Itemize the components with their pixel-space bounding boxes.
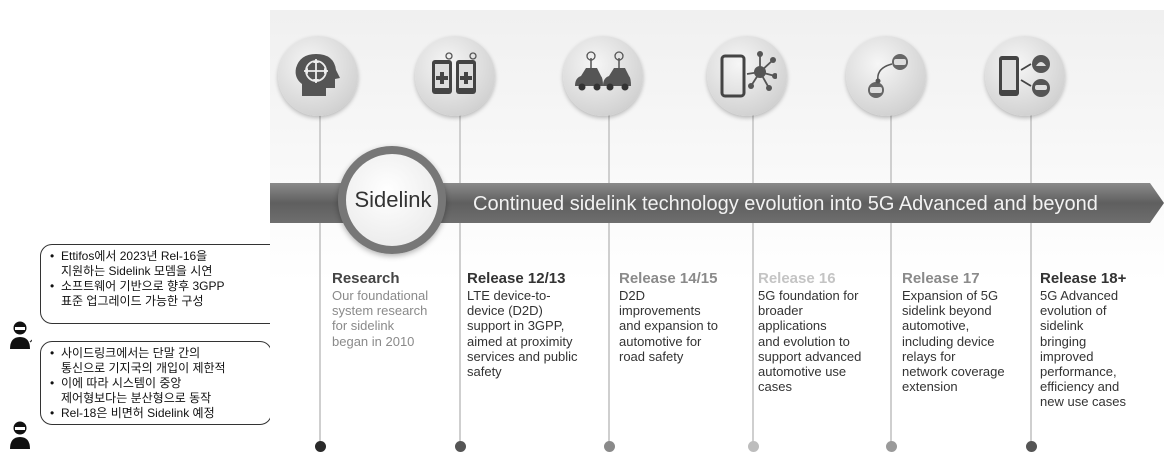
timeline-dot <box>748 441 759 452</box>
timeline-dot <box>315 441 326 452</box>
sidelink-badge-label: Sidelink <box>354 187 432 212</box>
phones-medical-icon <box>415 36 495 116</box>
column-text-line: aimed at proximity <box>467 333 573 349</box>
annotation-line: 사이드링크에서는 단말 간의 <box>50 346 263 361</box>
column-text-line: Expansion of 5G <box>902 288 999 303</box>
timeline-line <box>319 70 321 450</box>
column-text-line: new use cases <box>1040 394 1126 410</box>
timeline-line <box>608 70 610 450</box>
column-text-line: services and public <box>467 348 578 364</box>
column-text-line: safety <box>467 364 502 380</box>
column-text-line: bringing <box>1040 333 1087 349</box>
column-text-line: relays for <box>902 348 956 364</box>
column-text-line: performance, <box>1040 364 1117 380</box>
timeline-line <box>1030 70 1032 450</box>
timeline-dot <box>604 441 615 452</box>
annotation-line: 이에 따라 시스템이 중앙 <box>50 376 263 391</box>
timeline-line <box>890 70 892 450</box>
annotation-line: Rel-18은 비면허 Sidelink 예정 <box>50 406 263 421</box>
column-text-line: applications <box>758 318 827 334</box>
column-heading: Release 12/13 <box>467 270 566 287</box>
column-text-line: began in 2010 <box>332 333 415 349</box>
column-text-line: extension <box>902 379 958 395</box>
column-text-line: 5G foundation for <box>758 288 859 303</box>
column-text-line: network coverage <box>902 364 1005 380</box>
column-text-line: automotive use <box>758 364 847 380</box>
timeline-line <box>459 70 461 450</box>
column-heading: Research <box>332 270 400 287</box>
annotation-line: 소프트웨어 기반으로 향후 3GPP <box>50 279 281 294</box>
column-text-line: road safety <box>619 348 684 364</box>
column-text-line: improvements <box>619 303 701 319</box>
column-text-line: sidelink beyond <box>902 303 992 319</box>
annotation-line: Ettifos에서 2023년 Rel-16을 <box>50 249 281 264</box>
column-text-line: system research <box>332 303 428 319</box>
cars-antenna-icon <box>563 36 643 116</box>
person-icon <box>10 321 32 349</box>
column-text-line: cases <box>758 379 792 395</box>
person-icon <box>10 421 30 449</box>
column-text-line: 5G Advanced <box>1040 288 1119 303</box>
column-heading: Release 18+ <box>1040 270 1127 287</box>
column-text-line: and expansion to <box>619 318 719 334</box>
annotation-line: 제어형보다는 분산형으로 동작 <box>61 391 212 405</box>
column-text-line: D2D <box>619 288 646 303</box>
annotation-line: 통신으로 기지국의 개입이 제한적 <box>61 361 226 375</box>
column-text-line: efficiency and <box>1040 379 1120 395</box>
column-heading: Release 17 <box>902 270 980 287</box>
timeline-dot <box>1026 441 1037 452</box>
column-text-line: and evolution to <box>758 333 850 349</box>
column-heading: Release 16 <box>758 270 836 287</box>
timeline-dot <box>886 441 897 452</box>
column-text-line: evolution of <box>1040 303 1107 319</box>
column-text-line: device (D2D) <box>467 303 543 319</box>
column-text-line: broader <box>758 303 803 319</box>
column-text-line: support in 3GPP, <box>467 318 565 334</box>
brain-compass-icon <box>278 36 358 116</box>
phone-car-network-icon <box>985 36 1065 116</box>
devices-relay-icon <box>846 36 926 116</box>
column-text-line: LTE device-to- <box>467 288 551 303</box>
timeline-dot <box>455 441 466 452</box>
column-heading: Release 14/15 <box>619 270 718 287</box>
column-text-line: improved <box>1040 348 1094 364</box>
column-text-line: automotive for <box>619 333 702 349</box>
annotation-line: 지원하는 Sidelink 모뎀을 시연 <box>61 264 213 278</box>
column-text-line: sidelink <box>1040 318 1084 334</box>
banner-title: Continued sidelink technology evolution … <box>473 193 1098 215</box>
column-text-line: including device <box>902 333 995 349</box>
annotation-line: 표준 업그레이드 가능한 구성 <box>61 294 204 308</box>
column-text-line: automotive, <box>902 318 970 334</box>
timeline-line <box>752 70 754 450</box>
sidelink-badge <box>338 146 446 254</box>
column-text-line: for sidelink <box>332 318 395 334</box>
phone-network-icon <box>707 36 787 116</box>
column-text-line: Our foundational <box>332 288 429 303</box>
column-text-line: support advanced <box>758 348 862 364</box>
